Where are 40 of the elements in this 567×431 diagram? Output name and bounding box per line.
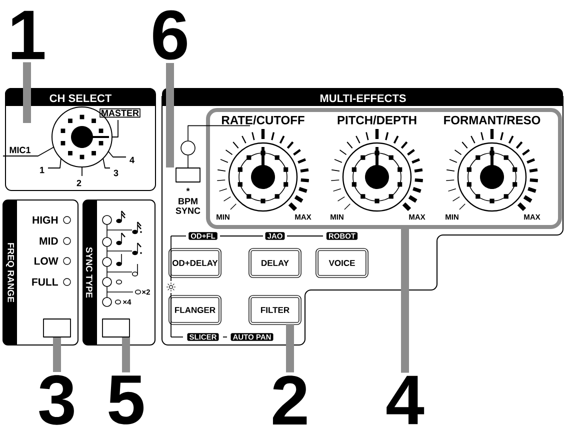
- knob-group-frame: [206, 108, 562, 229]
- callout-number: 6: [153, 10, 187, 60]
- leader-line: [286, 324, 294, 372]
- range-label: HIGH: [32, 216, 58, 224]
- connector-line: [188, 125, 250, 141]
- leader-line: [122, 337, 130, 372]
- node-label: PITCH/DEPTH: [338, 116, 416, 124]
- rotary-knob: FORMANT/RESO: [444, 116, 540, 212]
- button-label: BPM SYNC: [176, 198, 200, 214]
- leader-line: [53, 337, 61, 372]
- node-label: RATE/CUTOFF: [222, 116, 304, 124]
- push-button: FILTER: [248, 295, 302, 325]
- callout-number: 3: [39, 375, 74, 425]
- dial-label: 1: [40, 166, 44, 174]
- push-button: DELAY: [248, 248, 302, 278]
- range-label: MID: [40, 237, 58, 245]
- callout-number: 4: [386, 376, 424, 424]
- push-button: [102, 318, 130, 338]
- dial-label: MASTER: [100, 108, 140, 118]
- leader-line: [166, 62, 174, 168]
- dial-label: 4: [130, 156, 134, 164]
- range-label: FULL: [32, 278, 58, 286]
- node-label: FORMANT/RESO: [444, 116, 540, 124]
- led-indicator: [180, 140, 196, 156]
- dial-label: 2: [76, 180, 82, 186]
- leader-line: [401, 229, 409, 373]
- push-button: OD+DELAY: [168, 248, 222, 278]
- rotary-knob: PITCH/DEPTH: [330, 116, 423, 212]
- push-button: VOICE: [316, 248, 368, 278]
- dial-label: 3: [114, 170, 118, 176]
- push-button: [176, 168, 200, 182]
- callout-number: 2: [272, 376, 307, 424]
- callout-number: 5: [108, 376, 144, 424]
- range-label: LOW: [34, 257, 58, 265]
- dial-label: MIC1: [10, 146, 30, 154]
- rotary-knob: RATE/CUTOFF: [216, 116, 309, 212]
- push-button: FLANGER: [168, 295, 222, 325]
- callout-number: 1: [12, 10, 45, 60]
- push-button: [43, 318, 71, 338]
- button-label: *: [186, 188, 190, 192]
